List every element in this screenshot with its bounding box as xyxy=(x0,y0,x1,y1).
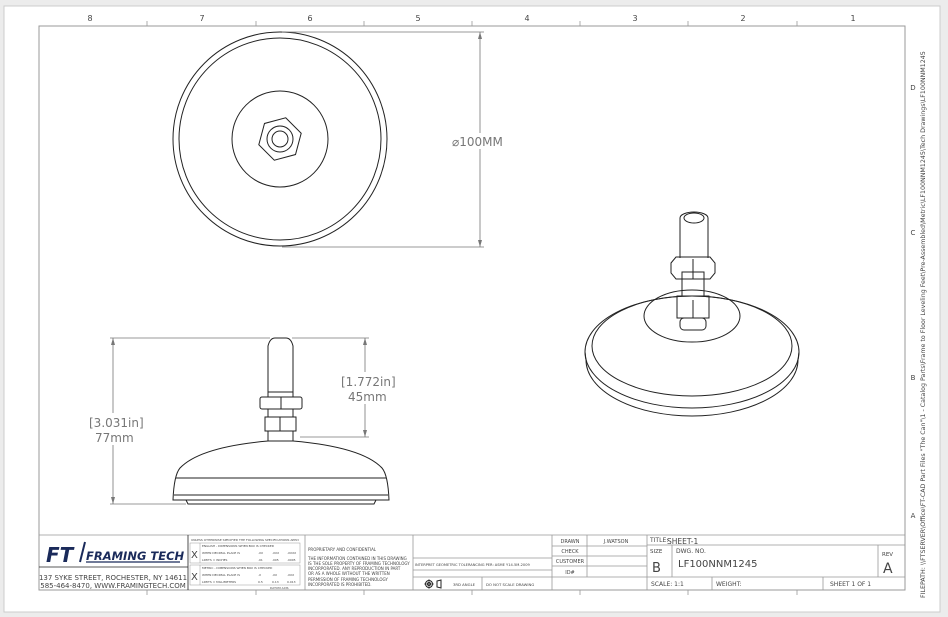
metric-title: METRIC - DIMENSIONS WHEN BOX IS CHECKED xyxy=(202,566,273,570)
tol-cell: 0.13 xyxy=(272,580,279,584)
zone-label: D xyxy=(910,84,915,92)
tol-cell: .005 xyxy=(272,558,279,562)
zone-label: 1 xyxy=(850,14,855,23)
sheet-size: B xyxy=(652,561,661,576)
zone-label: 7 xyxy=(199,14,204,23)
tol-cell: 0.5 xyxy=(258,580,263,584)
tol-cell: .XX xyxy=(272,573,277,577)
tol-cell: .01 xyxy=(258,558,263,562)
check-label: CHECK xyxy=(561,549,579,555)
zone-label: 2 xyxy=(740,14,745,23)
do-not-scale-note: DO NOT SCALE DRAWING xyxy=(486,582,534,587)
metric-checkbox: X xyxy=(191,572,198,583)
overall-height-mm: 77mm xyxy=(95,431,134,445)
dwg-no-label: DWG. NO. xyxy=(676,548,706,555)
tol-cell: .XXX xyxy=(287,573,294,577)
tolerance-table: UNLESS OTHERWISE SPECIFIED THE FOLLOWING… xyxy=(189,538,301,590)
title-block: FT FRAMING TECH 137 SYKE STREET, ROCHEST… xyxy=(39,534,905,590)
paper xyxy=(3,5,941,613)
customer-label: CUSTOMER xyxy=(556,559,585,565)
tol-cell: .X xyxy=(258,573,261,577)
stud-height-mm: 45mm xyxy=(348,390,387,404)
zone-label: 6 xyxy=(307,14,312,23)
proprietary-line: INCORPORATED IS PROHIBITED. xyxy=(308,582,372,587)
tol-cell: .0005 xyxy=(287,558,296,562)
third-angle-icon xyxy=(424,579,442,589)
title-label: TITLE: xyxy=(649,537,668,544)
english-checkbox: X xyxy=(191,550,198,561)
proprietary-line: INCORPORATED. ANY REPRODUCTION IN PART xyxy=(308,566,401,571)
scale: SCALE: 1:1 xyxy=(651,581,684,588)
zone-label: 8 xyxy=(87,14,92,23)
proprietary-notice: PROPRIETARY AND CONFIDENTIAL THE INFORMA… xyxy=(307,547,410,587)
filepath-text: FILEPATH: \\FTSERVER\Office\FT-CAD Part … xyxy=(920,51,927,598)
proprietary-title: PROPRIETARY AND CONFIDENTIAL xyxy=(308,547,377,552)
zone-label: A xyxy=(911,512,916,520)
logo-mark: FT xyxy=(46,543,75,567)
isometric-view xyxy=(584,211,800,417)
zone-label: 3 xyxy=(632,14,637,23)
datum-label: DATUM AXIS xyxy=(270,586,289,590)
tolerance-header: UNLESS OTHERWISE SPECIFIED THE FOLLOWING… xyxy=(191,538,299,542)
tol-cell: LIMITS = INCHES xyxy=(202,558,228,562)
tol-cell: WHEN DECIMAL PLACE IS xyxy=(202,573,240,577)
signoff-block: DRAWN J.WATSON CHECK CUSTOMER ID# xyxy=(556,539,629,576)
zone-label: 5 xyxy=(415,14,420,23)
side-view: [3.031in] 77mm [1.772in] 45mm xyxy=(88,337,396,505)
framing-tech-logo: FT FRAMING TECH xyxy=(46,541,185,567)
top-view: ⌀100MM xyxy=(172,31,512,248)
diameter-dimension: ⌀100MM xyxy=(452,135,503,149)
revision: A xyxy=(883,561,893,577)
zone-label: B xyxy=(911,374,916,382)
sheet-number: SHEET 1 OF 1 xyxy=(830,581,871,588)
gdt-note: INTERPRET GEOMETRIC TOLERANCING PER: ASM… xyxy=(415,563,531,567)
proprietary-line: THE INFORMATION CONTAINED IN THIS DRAWIN… xyxy=(307,556,407,561)
drawing-number: LF100NNM1245 xyxy=(678,559,757,570)
id-label: ID# xyxy=(565,570,575,576)
rev-label: REV xyxy=(882,552,893,558)
drawn-value: J.WATSON xyxy=(603,539,629,545)
zone-column-labels: 8 7 6 5 4 3 2 1 xyxy=(87,14,855,23)
sheet-title: SHEET-1 xyxy=(667,537,698,546)
proprietary-line: OR AS A WHOLE WITHOUT THE WRITTEN xyxy=(308,571,390,576)
proprietary-line: IS THE SOLE PROPERTY OF FRAMING TECHNOLO… xyxy=(308,561,410,566)
zone-ticks xyxy=(146,21,798,595)
english-title: ENGLISH - DIMENSIONS WHEN BOX IS CHECKED xyxy=(202,544,275,548)
company-contact: 585-464-8470, WWW.FRAMINGTECH.COM xyxy=(40,582,186,590)
stud-height-in: [1.772in] xyxy=(341,375,396,389)
tol-cell: LIMITS = MILLIMETERS xyxy=(202,580,236,584)
proprietary-line: PERMISSION OF FRAMING TECHNOLOGY xyxy=(308,577,388,582)
tol-cell: .XX xyxy=(258,551,263,555)
size-label: SIZE xyxy=(650,549,663,555)
zone-label: 4 xyxy=(524,14,529,23)
tol-cell: .XXX xyxy=(272,551,279,555)
drawn-label: DRAWN xyxy=(561,539,580,545)
overall-height-in: [3.031in] xyxy=(89,416,144,430)
logo-name: FRAMING TECH xyxy=(86,549,185,563)
tol-cell: WHEN DECIMAL PLACE IS xyxy=(202,551,240,555)
tol-cell: 0.013 xyxy=(287,580,296,584)
company-address: 137 SYKE STREET, ROCHESTER, NY 14611 xyxy=(39,574,187,582)
tol-cell: .XXXX xyxy=(287,551,296,555)
third-angle-label: 3RD ANGLE xyxy=(453,582,476,587)
zone-label: C xyxy=(911,229,916,237)
weight: WEIGHT: xyxy=(716,581,742,588)
zone-row-labels: D C B A xyxy=(910,84,915,520)
